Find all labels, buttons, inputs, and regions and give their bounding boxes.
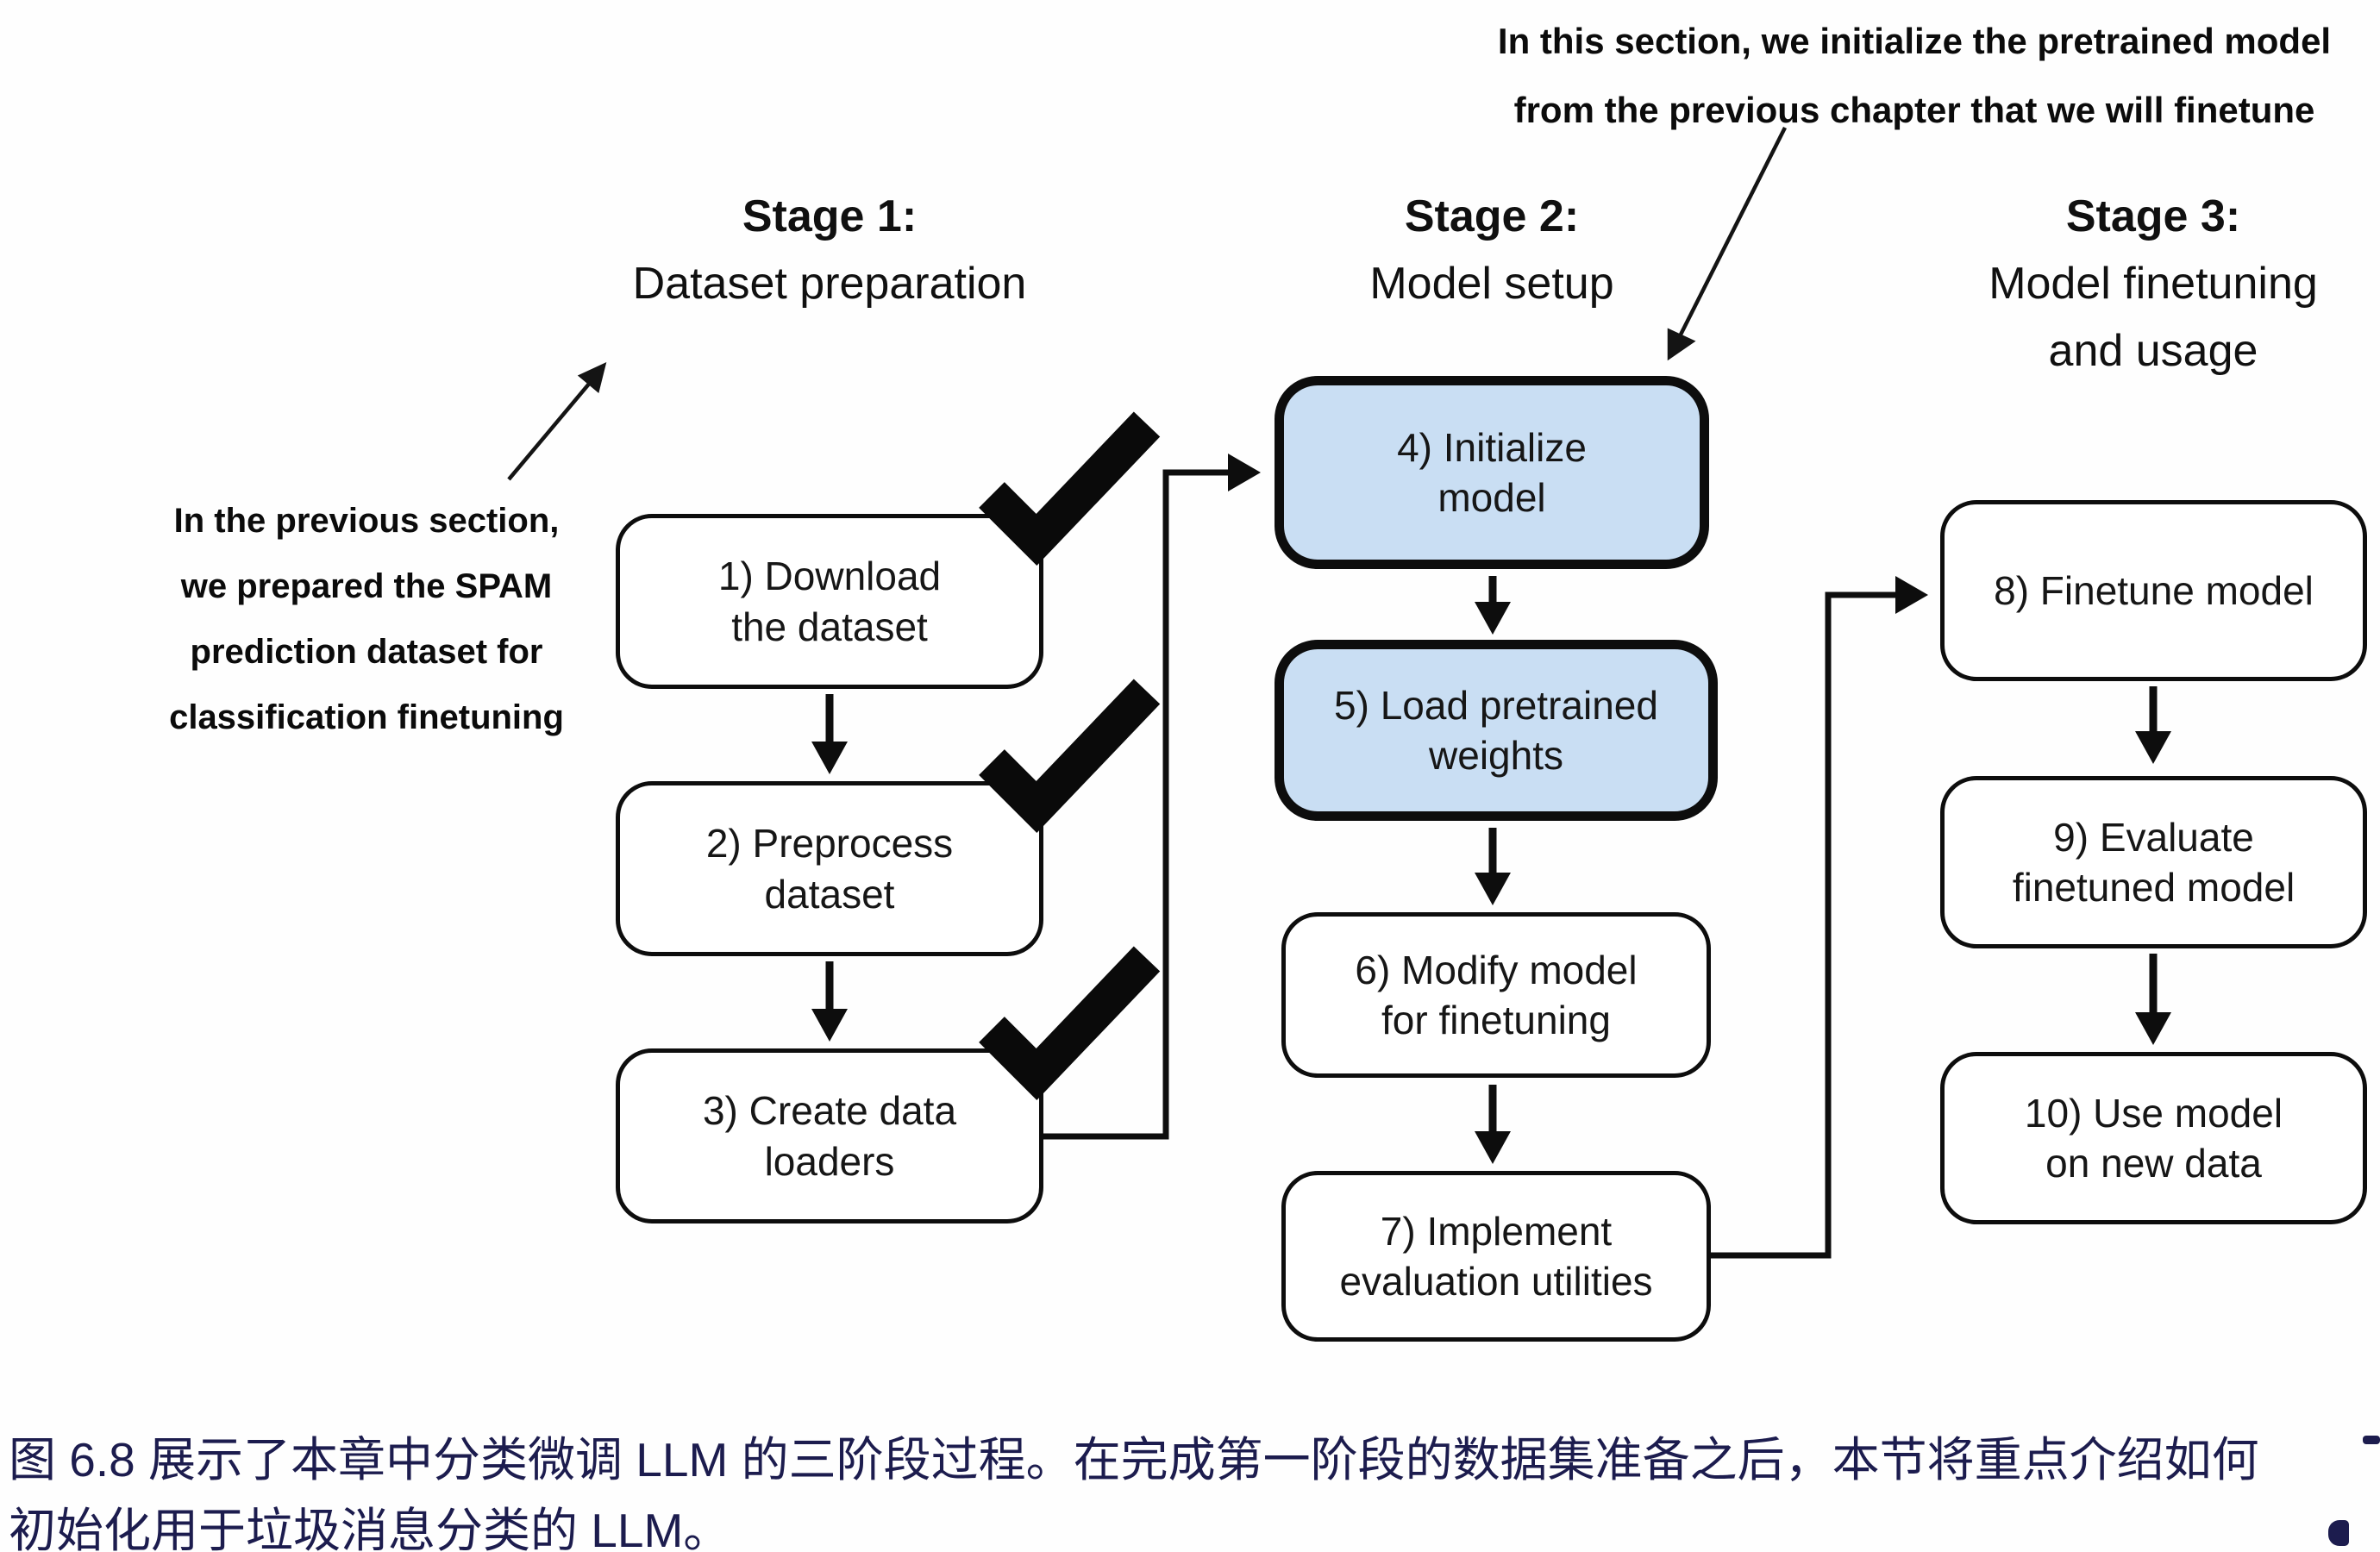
box-7-line-1: 7) Implement <box>1380 1208 1613 1254</box>
caption-line-1: 图 6.8 展示了本章中分类微调 LLM 的三阶段过程。在完成第一阶段的数据集准… <box>9 1433 2259 1486</box>
arrowhead-box1-box2-icon <box>811 742 848 774</box>
arrowhead-box2-box3-icon <box>811 1009 848 1042</box>
annotation-top-line-2: from the previous chapter that we will f… <box>1513 90 2315 130</box>
box-10-use-model-new-data: 10) Use model on new data <box>1940 1052 2367 1224</box>
stage-1-header: Stage 1: Dataset preparation <box>571 183 1088 317</box>
box-9-line-2: finetuned model <box>2012 865 2295 910</box>
stage-3-subtitle-line-1: Model finetuning <box>1989 259 2318 309</box>
box-3-create-data-loaders: 3) Create data loaders <box>616 1048 1043 1223</box>
box-1-download-dataset: 1) Download the dataset <box>616 514 1043 689</box>
box-10-line-2: on new data <box>2045 1141 2262 1186</box>
stage-1-subtitle: Dataset preparation <box>632 259 1027 309</box>
stage-2-header: Stage 2: Model setup <box>1233 183 1751 317</box>
stage-3-header: Stage 3: Model finetuning and usage <box>1895 183 2380 385</box>
box-5-line-1: 5) Load pretrained <box>1334 682 1658 728</box>
box-6-line-1: 6) Modify model <box>1355 947 1638 992</box>
stage-3-subtitle-line-2: and usage <box>2048 326 2258 376</box>
stage-1-title: Stage 1: <box>742 191 918 241</box>
top-annotation-arrowhead-icon <box>1667 328 1696 361</box>
box-2-preprocess-dataset: 2) Preprocess dataset <box>616 781 1043 956</box>
box-4-line-1: 4) Initialize <box>1397 424 1587 470</box>
stage-2-subtitle: Model setup <box>1369 259 1614 309</box>
box-6-line-2: for finetuning <box>1381 998 1611 1042</box>
box-9-evaluate-finetuned-model: 9) Evaluate finetuned model <box>1940 776 2367 948</box>
caption-edge-blob-artifact <box>2328 1520 2349 1546</box>
box-5-line-2: weights <box>1429 733 1563 778</box>
box-5-load-pretrained-weights: 5) Load pretrained weights <box>1275 640 1718 821</box>
arrowhead-box6-box7-icon <box>1475 1131 1511 1164</box>
box-4-line-2: model <box>1437 475 1546 520</box>
left-annotation-arrowhead-icon <box>577 361 607 394</box>
elbow-connector-box3-box4 <box>1043 469 1233 1140</box>
arrowhead-box3-box4-icon <box>1228 454 1261 491</box>
box-3-line-2: loaders <box>764 1138 895 1184</box>
box-6-modify-model: 6) Modify model for finetuning <box>1281 912 1711 1078</box>
stage-3-title: Stage 3: <box>2065 191 2241 241</box>
annotation-top-line-1: In this section, we initialize the pretr… <box>1497 21 2332 61</box>
box-4-initialize-model: 4) Initialize model <box>1275 376 1709 569</box>
arrowhead-box4-box5-icon <box>1475 602 1511 635</box>
box-1-line-2: the dataset <box>731 604 928 649</box>
annotation-left-line-1: In the previous section, <box>173 502 560 540</box>
box-2-line-2: dataset <box>764 871 895 917</box>
caption-edge-dash-artifact <box>2363 1436 2380 1444</box>
annotation-left: In the previous section, we prepared the… <box>112 488 621 750</box>
box-7-line-2: evaluation utilities <box>1339 1259 1653 1304</box>
left-annotation-arrow-line <box>507 381 592 481</box>
box-1-line-1: 1) Download <box>717 554 942 599</box>
arrowhead-box8-box9-icon <box>2135 731 2171 764</box>
annotation-top: In this section, we initialize the pretr… <box>1423 7 2380 145</box>
box-8-line-1: 8) Finetune model <box>1994 567 2314 613</box>
elbow-connector-box7-box8 <box>1711 591 1901 1259</box>
arrowhead-box7-box8-icon <box>1895 576 1928 614</box>
box-7-implement-evaluation-utilities: 7) Implement evaluation utilities <box>1281 1171 1711 1342</box>
box-8-finetune-model: 8) Finetune model <box>1940 500 2367 681</box>
stage-2-title: Stage 2: <box>1404 191 1580 241</box>
caption-line-2: 初始化用于垃圾消息分类的 LLM。 <box>9 1504 731 1552</box>
box-10-line-1: 10) Use model <box>2024 1090 2283 1136</box>
box-2-line-1: 2) Preprocess <box>705 821 954 867</box>
arrowhead-box9-box10-icon <box>2135 1012 2171 1045</box>
box-9-line-1: 9) Evaluate <box>2053 814 2254 860</box>
arrowhead-box5-box6-icon <box>1475 873 1511 905</box>
annotation-left-line-4: classification finetuning <box>169 698 564 736</box>
box-3-line-1: 3) Create data <box>702 1088 957 1134</box>
annotation-left-line-2: we prepared the SPAM <box>180 567 553 605</box>
annotation-left-line-3: prediction dataset for <box>190 633 543 671</box>
figure-caption: 图 6.8 展示了本章中分类微调 LLM 的三阶段过程。在完成第一阶段的数据集准… <box>9 1424 2373 1552</box>
